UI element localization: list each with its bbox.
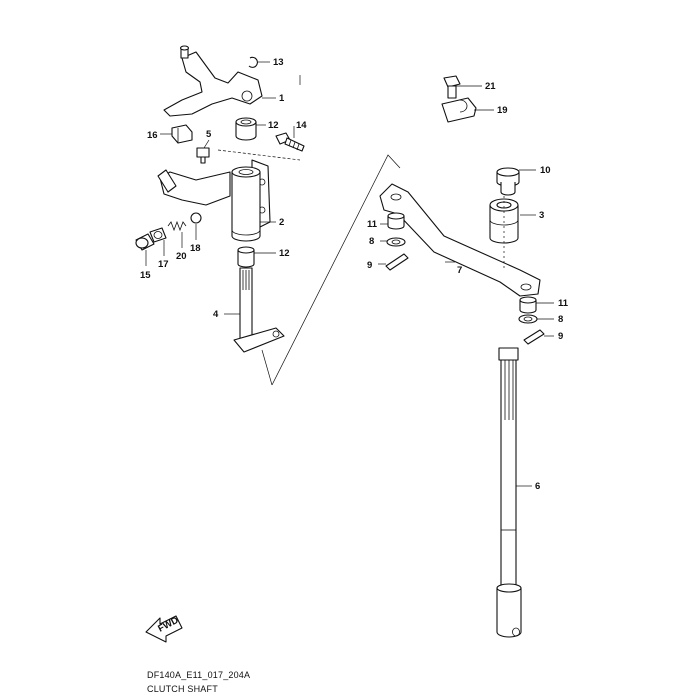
part-bracket (171, 124, 193, 144)
part-detent-bolt (149, 227, 167, 243)
part-e-clip (248, 56, 258, 68)
part-detent-ball (190, 212, 202, 224)
callout-11: 11 (558, 298, 569, 309)
callout-15: 15 (140, 270, 151, 281)
part-cotter-pin-left (385, 253, 409, 271)
part-clutch-shaft (496, 347, 522, 638)
callout-2: 2 (279, 217, 284, 228)
callout-9: 9 (558, 331, 563, 342)
part-clutch-arm (489, 198, 519, 244)
part-bolt-21 (443, 75, 461, 99)
callout-1: 1 (279, 93, 285, 104)
part-detent-spring (167, 220, 187, 232)
part-nut-upper-left (387, 212, 405, 230)
part-clamp (441, 97, 477, 123)
part-cotter-pin-right (523, 329, 545, 345)
callout-16: 16 (147, 130, 158, 141)
callout-7: 7 (457, 265, 462, 276)
part-washer-lower-right (518, 314, 538, 324)
diagram-code: DF140A_E11_017_204A (147, 670, 251, 680)
callout-11: 11 (367, 219, 378, 230)
callout-17: 17 (158, 259, 169, 270)
part-bushing-lower (237, 246, 255, 268)
part-bolt-5 (196, 147, 210, 164)
callout-9: 9 (367, 260, 372, 271)
part-lower-shift-shaft (233, 267, 285, 353)
callout-21: 21 (485, 81, 496, 92)
callout-13: 13 (273, 57, 284, 68)
callout-8: 8 (558, 314, 563, 325)
callout-3: 3 (539, 210, 544, 221)
part-detent-cap (135, 233, 155, 251)
callout-4: 4 (213, 309, 219, 320)
part-nut-lower-right (519, 296, 537, 314)
diagram-title: CLUTCH SHAFT (147, 684, 218, 694)
part-bushing-upper (235, 117, 257, 141)
callout-8: 8 (369, 236, 374, 247)
assembly-link-lines (217, 75, 401, 386)
callout-leaders (145, 61, 554, 487)
part-washer-upper-left (386, 237, 406, 247)
callout-18: 18 (190, 243, 201, 254)
part-shift-lever (163, 45, 263, 117)
callout-labels: 13 1 12 14 16 5 2 12 18 20 17 15 4 21 19… (140, 57, 569, 492)
part-shaft-tube (231, 166, 261, 242)
callout-19: 19 (497, 105, 508, 116)
callout-12: 12 (279, 248, 290, 259)
part-bolt-14 (275, 132, 305, 152)
callout-5: 5 (206, 129, 212, 140)
callout-12: 12 (268, 120, 279, 131)
callout-14: 14 (296, 120, 307, 131)
callout-10: 10 (540, 165, 551, 176)
callout-20: 20 (176, 251, 187, 262)
part-plug (496, 167, 520, 196)
fwd-direction-arrow: FWD (145, 615, 183, 643)
callout-6: 6 (535, 481, 540, 492)
